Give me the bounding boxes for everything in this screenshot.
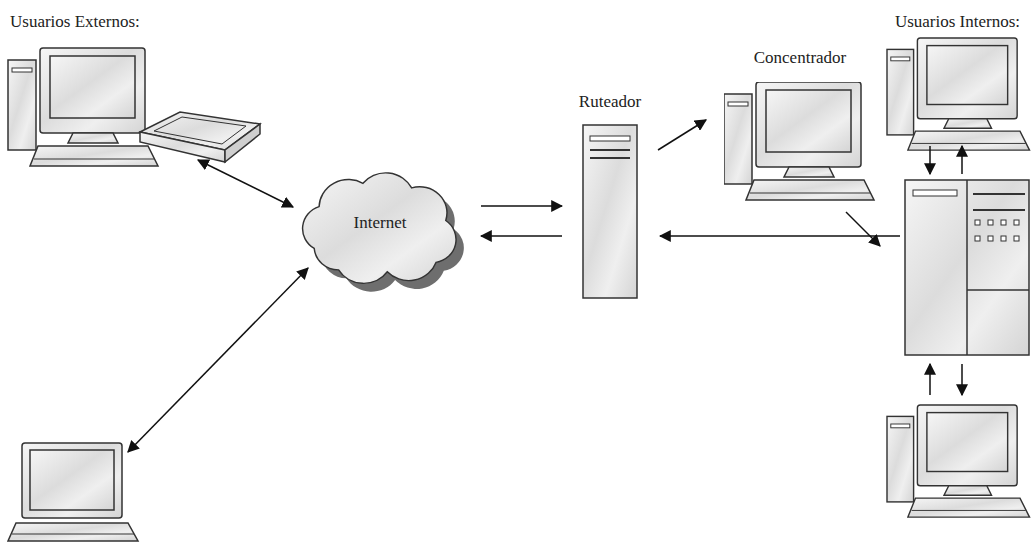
internal-desktop [887,38,1030,150]
scanner [140,112,260,162]
cloud-node: Internet [285,160,475,295]
link-arrow [929,146,931,174]
link-arrow [961,146,963,174]
server [905,180,1029,355]
group-heading: Usuarios Internos: [895,12,1020,32]
link-arrow [198,160,293,207]
link-arrow [481,235,562,237]
external-desktop [8,48,158,166]
node-label: Concentrador [754,48,847,68]
link-arrow [846,212,880,246]
link-arrow [961,364,963,395]
hub-node: Concentrador [712,48,888,210]
group-heading: Usuarios Externos: [10,12,140,32]
link-arrow [929,364,931,395]
link-arrow [660,235,900,237]
node-label: Ruteador [579,92,641,112]
link-arrow [128,268,308,452]
internal-desktop [887,405,1030,517]
router-tower [582,124,638,299]
hub-computer [724,82,876,202]
external-laptop [8,443,138,541]
link-arrow [658,120,706,150]
link-arrow [481,205,562,207]
node-label: Internet [354,213,407,233]
router-node: Ruteador [568,92,652,304]
